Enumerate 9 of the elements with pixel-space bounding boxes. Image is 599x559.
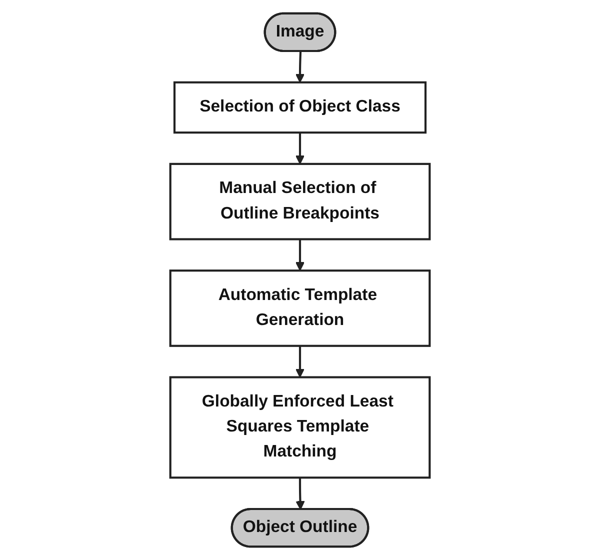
- arrow: [294, 345, 304, 378]
- arrow: [295, 477, 304, 510]
- node-box: Globally Enforced Least Squares Template Matching: [168, 376, 430, 478]
- arrow: [294, 132, 304, 164]
- node-box: Automatic Template Generation: [168, 269, 430, 346]
- arrow: [294, 51, 304, 82]
- node-box: Manual Selection of Outline Breakpoints: [168, 162, 430, 240]
- node-box: Selection of Object Class: [172, 80, 426, 134]
- arrow: [294, 238, 304, 270]
